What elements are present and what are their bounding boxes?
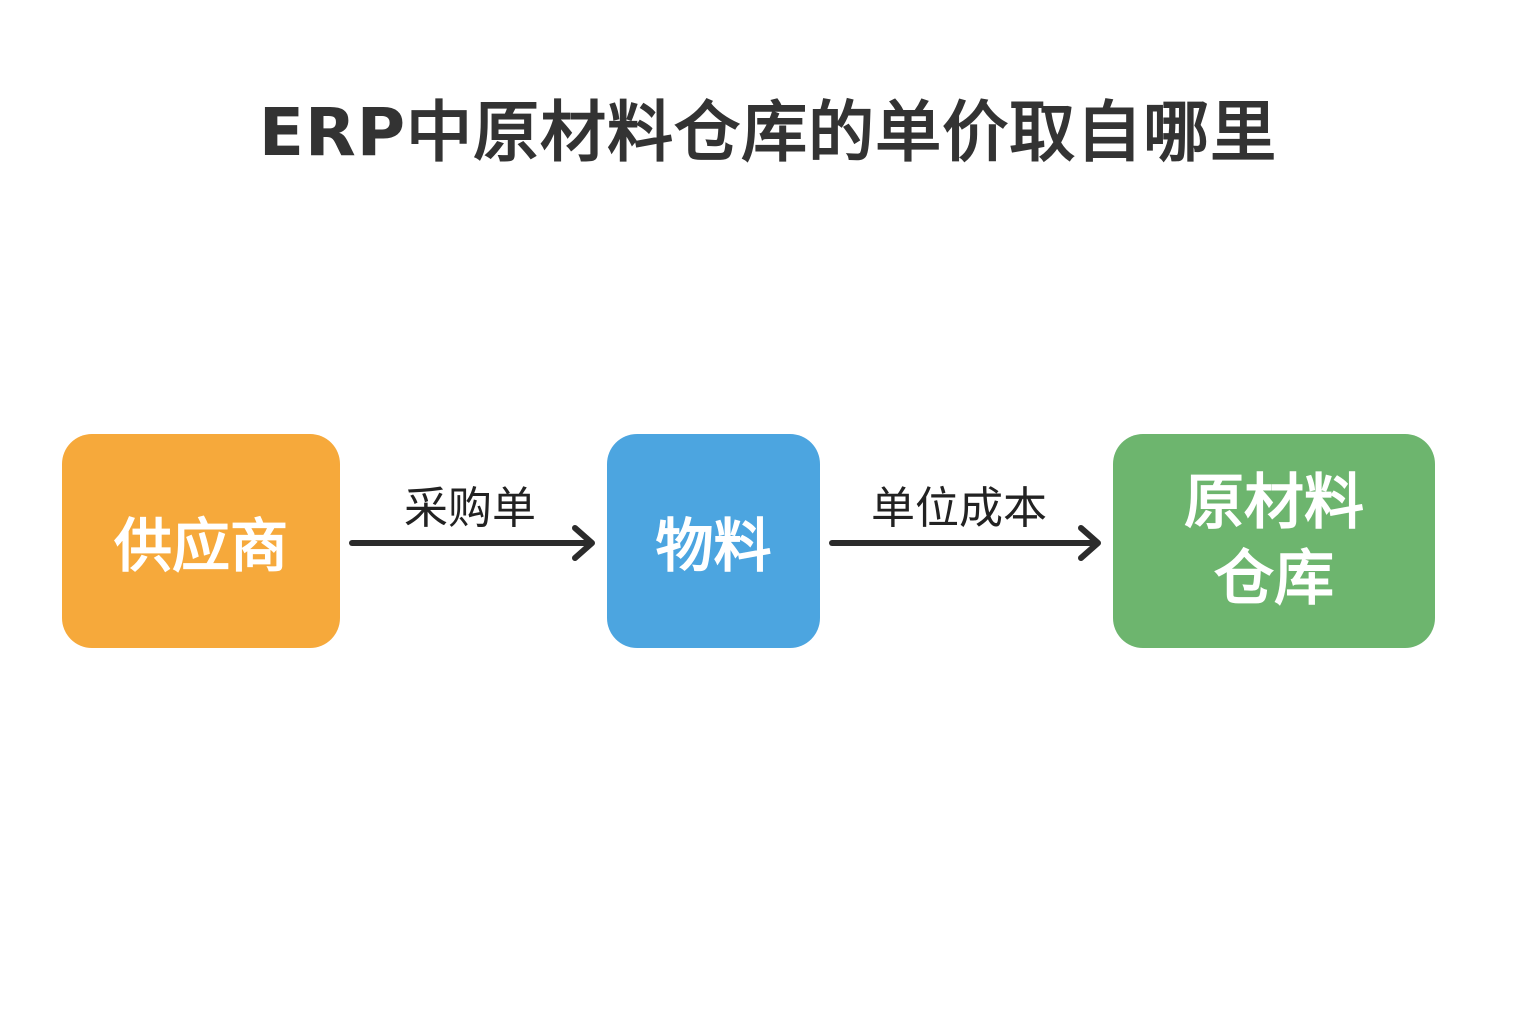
purchase-order-edge-label: 采购单 — [404, 483, 536, 534]
supplier-node-label: 供应商 — [113, 512, 288, 580]
material-node: 物料 — [607, 434, 820, 648]
unit-cost-edge-label: 单位成本 — [871, 483, 1047, 534]
page-title: ERP中原材料仓库的单价取自哪里 — [258, 94, 1278, 171]
raw-material-warehouse-node: 原材料仓库 — [1113, 434, 1435, 648]
raw-material-warehouse-node-label: 原材料仓库 — [1184, 468, 1364, 614]
material-node-label: 物料 — [655, 512, 772, 580]
supplier-node: 供应商 — [62, 434, 340, 648]
